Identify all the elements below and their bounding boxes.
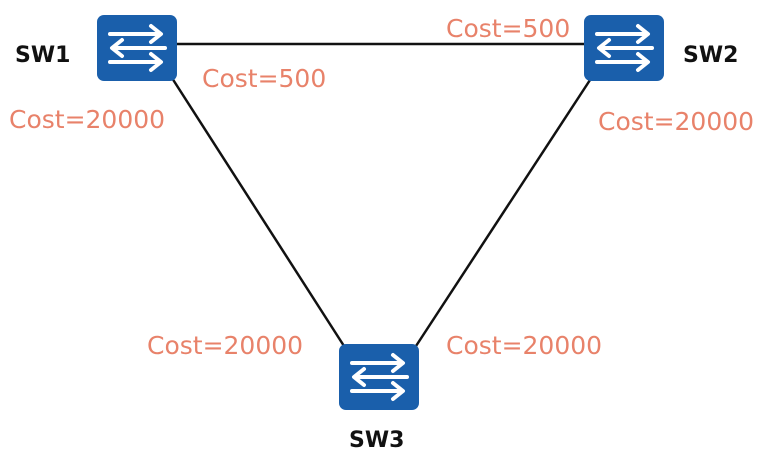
switch-label-sw3: SW3 bbox=[349, 428, 404, 453]
link-sw1-sw3 bbox=[170, 77, 346, 347]
link-sw2-sw3 bbox=[414, 79, 592, 347]
cost-label-sw2-to-sw3: Cost=20000 bbox=[598, 107, 754, 136]
switch-icon bbox=[337, 342, 421, 412]
switch-icon bbox=[582, 13, 666, 83]
switch-label-sw2: SW2 bbox=[683, 43, 738, 68]
switch-sw1[interactable] bbox=[95, 13, 179, 83]
switch-sw2[interactable] bbox=[582, 13, 666, 83]
cost-label-sw3-to-sw2: Cost=20000 bbox=[446, 331, 602, 360]
switch-sw3[interactable] bbox=[337, 342, 421, 412]
cost-label-sw1-to-sw3: Cost=20000 bbox=[9, 105, 165, 134]
cost-label-sw1-to-sw2: Cost=500 bbox=[202, 64, 326, 93]
cost-label-sw2-to-sw1: Cost=500 bbox=[446, 14, 570, 43]
switch-label-sw1: SW1 bbox=[15, 43, 70, 68]
cost-label-sw3-to-sw1: Cost=20000 bbox=[147, 331, 303, 360]
switch-icon bbox=[95, 13, 179, 83]
